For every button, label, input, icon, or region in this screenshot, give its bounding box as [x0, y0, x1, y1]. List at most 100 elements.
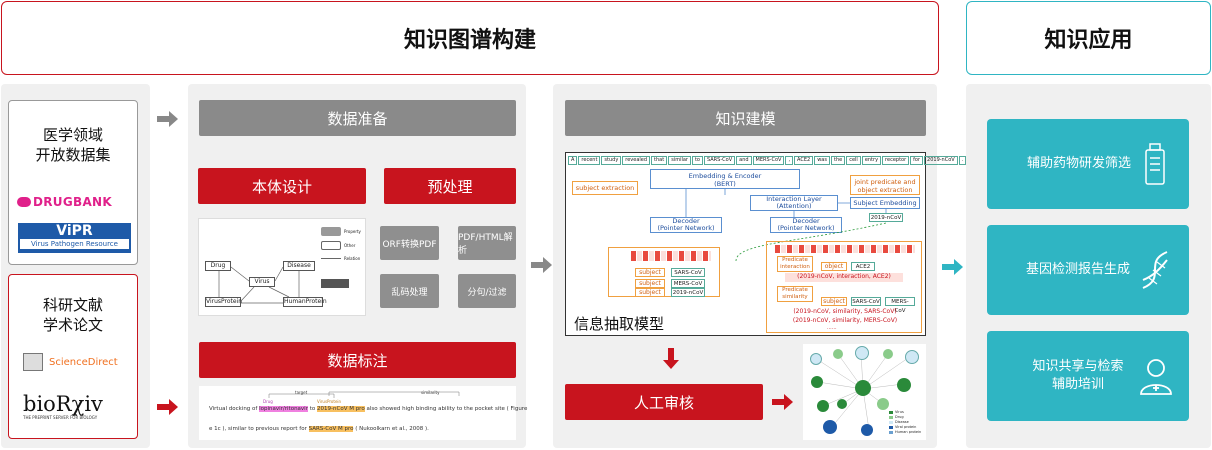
annotation-arcs	[268, 391, 460, 398]
graph-legend-label: Virus	[895, 410, 904, 414]
annotation-text-e: ( Nukoolkarn et al., 2008 ).	[355, 426, 429, 432]
annotation-line-2: e 1c ), similar to previous report for S…	[209, 426, 429, 432]
ontology-node-disease: Disease	[283, 261, 315, 271]
vipr-logo-subtitle: Virus Pathogen Resource	[20, 239, 129, 249]
manual-review-button[interactable]: 人工审核	[565, 384, 763, 420]
medicine-bottle-icon	[1145, 143, 1165, 185]
sentence-token: recent	[578, 156, 601, 165]
annotation-text-a: Virtual docking of	[209, 406, 258, 412]
graph-legend-swatch	[889, 416, 893, 419]
preprocess-button[interactable]: 预处理	[384, 168, 516, 204]
sentence-token: study	[601, 156, 622, 165]
app-knowledge-sharing[interactable]: 知识共享与检索 辅助培训	[987, 331, 1189, 421]
interaction-layer-box: Interaction Layer (Attention)	[750, 195, 838, 211]
app-gene-report-label: 基因检测报告生成	[1025, 262, 1130, 277]
drugbank-logo-text: DRUGBANK	[33, 195, 112, 209]
literature-card: 科研文献 学术论文 ScienceDirect bioRχiv THE PREP…	[8, 274, 138, 439]
legend-swatch-relation	[321, 258, 341, 259]
step-orf-to-pdf: ORF转换PDF	[380, 226, 439, 260]
annotation-label-drug: Drug	[263, 399, 273, 404]
literature-title: 科研文献 学术论文	[42, 296, 103, 334]
triple-ellipsis: ......	[827, 325, 837, 331]
graph-node	[877, 398, 889, 410]
sentence-token: entry	[861, 156, 882, 165]
data-annotation-button[interactable]: 数据标注	[199, 342, 516, 378]
predicate-block: Predicate interaction object ACE2 (2019-…	[766, 241, 922, 333]
sentence-token: 2019-nCoV	[924, 156, 958, 165]
construction-to-application-arrow	[942, 259, 963, 275]
object-label-1: object	[821, 262, 847, 271]
graph-node	[810, 353, 822, 365]
subject-label-2: subject	[635, 279, 665, 288]
biorxiv-logo: bioRχiv THE PREPRINT SERVER FOR BIOLOGY	[23, 393, 133, 421]
source-arrow-red	[157, 399, 178, 415]
app-drug-screening[interactable]: 辅助药物研发筛选	[987, 119, 1189, 209]
source-arrow-gray	[157, 111, 178, 127]
legend-label-other: Other	[344, 243, 356, 248]
legend-label-relation: Relation	[344, 256, 361, 261]
vipr-logo: ViPR Virus Pathogen Resource	[18, 223, 131, 253]
graph-legend-label: Disease	[895, 420, 909, 424]
ontology-edges	[218, 266, 300, 304]
graph-node	[811, 376, 823, 388]
annotation-drug-span: lopinavir/ritonavir	[259, 406, 308, 412]
biorxiv-logo-text: bioRχiv	[23, 392, 103, 416]
ontology-node-humanprotein: HumanProtein	[283, 297, 327, 307]
ontology-dark-node	[321, 279, 349, 288]
graph-node	[897, 378, 911, 392]
graph-legend-label: Drug	[895, 415, 904, 419]
kg-construction-title: 知识图谱构建	[403, 28, 536, 53]
subject-label-3: subject	[635, 288, 665, 297]
mers-value: MERS-CoV	[885, 297, 915, 314]
triple-interaction: (2019-nCoV, interaction, ACE2)	[785, 273, 903, 282]
graph-node	[905, 350, 919, 364]
predicate-grid-top	[775, 245, 915, 253]
object-label-2: subject	[821, 297, 847, 306]
ontology-design-button[interactable]: 本体设计	[198, 168, 366, 204]
graph-legend-item: Disease	[889, 420, 925, 425]
doctor-icon	[1140, 359, 1172, 395]
annotation-line-1: Virtual docking of lopinavir/ritonavir t…	[209, 406, 527, 412]
app-gene-report[interactable]: 基因检测报告生成	[987, 225, 1189, 315]
step-garbled-text: 乱码处理	[380, 274, 439, 308]
kg-application-header: 知识应用	[966, 1, 1211, 75]
review-to-graph-arrow	[772, 394, 793, 410]
decoder-right-box: Decoder (Pointer Network)	[770, 217, 842, 233]
step-sentence-filter: 分句/过滤	[458, 274, 516, 308]
sentence-token: receptor	[882, 156, 910, 165]
graph-node	[817, 400, 829, 412]
subject-label-1: subject	[635, 268, 665, 277]
sentence-token: ,	[785, 156, 794, 165]
subject-value-2: MERS-CoV	[671, 279, 705, 288]
subject-extraction-box: subject extraction	[572, 181, 638, 195]
predicate-similarity-box: Predicate similarity	[777, 286, 813, 302]
app-knowledge-sharing-label: 知识共享与检索 辅助培训	[1032, 359, 1124, 392]
sentence-token: ACE2	[794, 156, 814, 165]
sentence-token: SARS-CoV	[704, 156, 736, 165]
annotation-protein2-span: SARS-CoV M pro	[308, 426, 354, 432]
legend-swatch-property	[321, 227, 341, 236]
predicate-interaction-box: Predicate interaction	[777, 256, 813, 272]
dna-icon	[1142, 251, 1168, 289]
graph-legend-item: Virus	[889, 410, 925, 415]
sentence-token: to	[691, 156, 703, 165]
annotation-text-c: also showed high binding ability to the …	[366, 406, 528, 412]
graph-node	[837, 399, 847, 409]
graph-node	[855, 346, 869, 360]
annotation-text-d: e 1c ), similar to previous report for	[209, 426, 307, 432]
graph-node	[855, 380, 871, 396]
sentence-token: A	[568, 156, 578, 165]
data-prep-title: 数据准备	[199, 100, 516, 136]
graph-legend-swatch	[889, 426, 893, 429]
graph-legend-swatch	[889, 431, 893, 434]
sentence-token: MERS-CoV	[752, 156, 785, 165]
graph-node	[861, 424, 873, 436]
sciencedirect-logo: ScienceDirect	[23, 353, 133, 371]
ontology-node-drug: Drug	[205, 261, 231, 271]
legend-label-property: Property	[344, 229, 361, 234]
open-dataset-card: 医学领域 开放数据集 DRUGBANK ViPR Virus Pathogen …	[8, 100, 138, 265]
sentence-token: for	[910, 156, 924, 165]
joint-extraction-box: joint predicate and object extraction	[850, 175, 920, 195]
